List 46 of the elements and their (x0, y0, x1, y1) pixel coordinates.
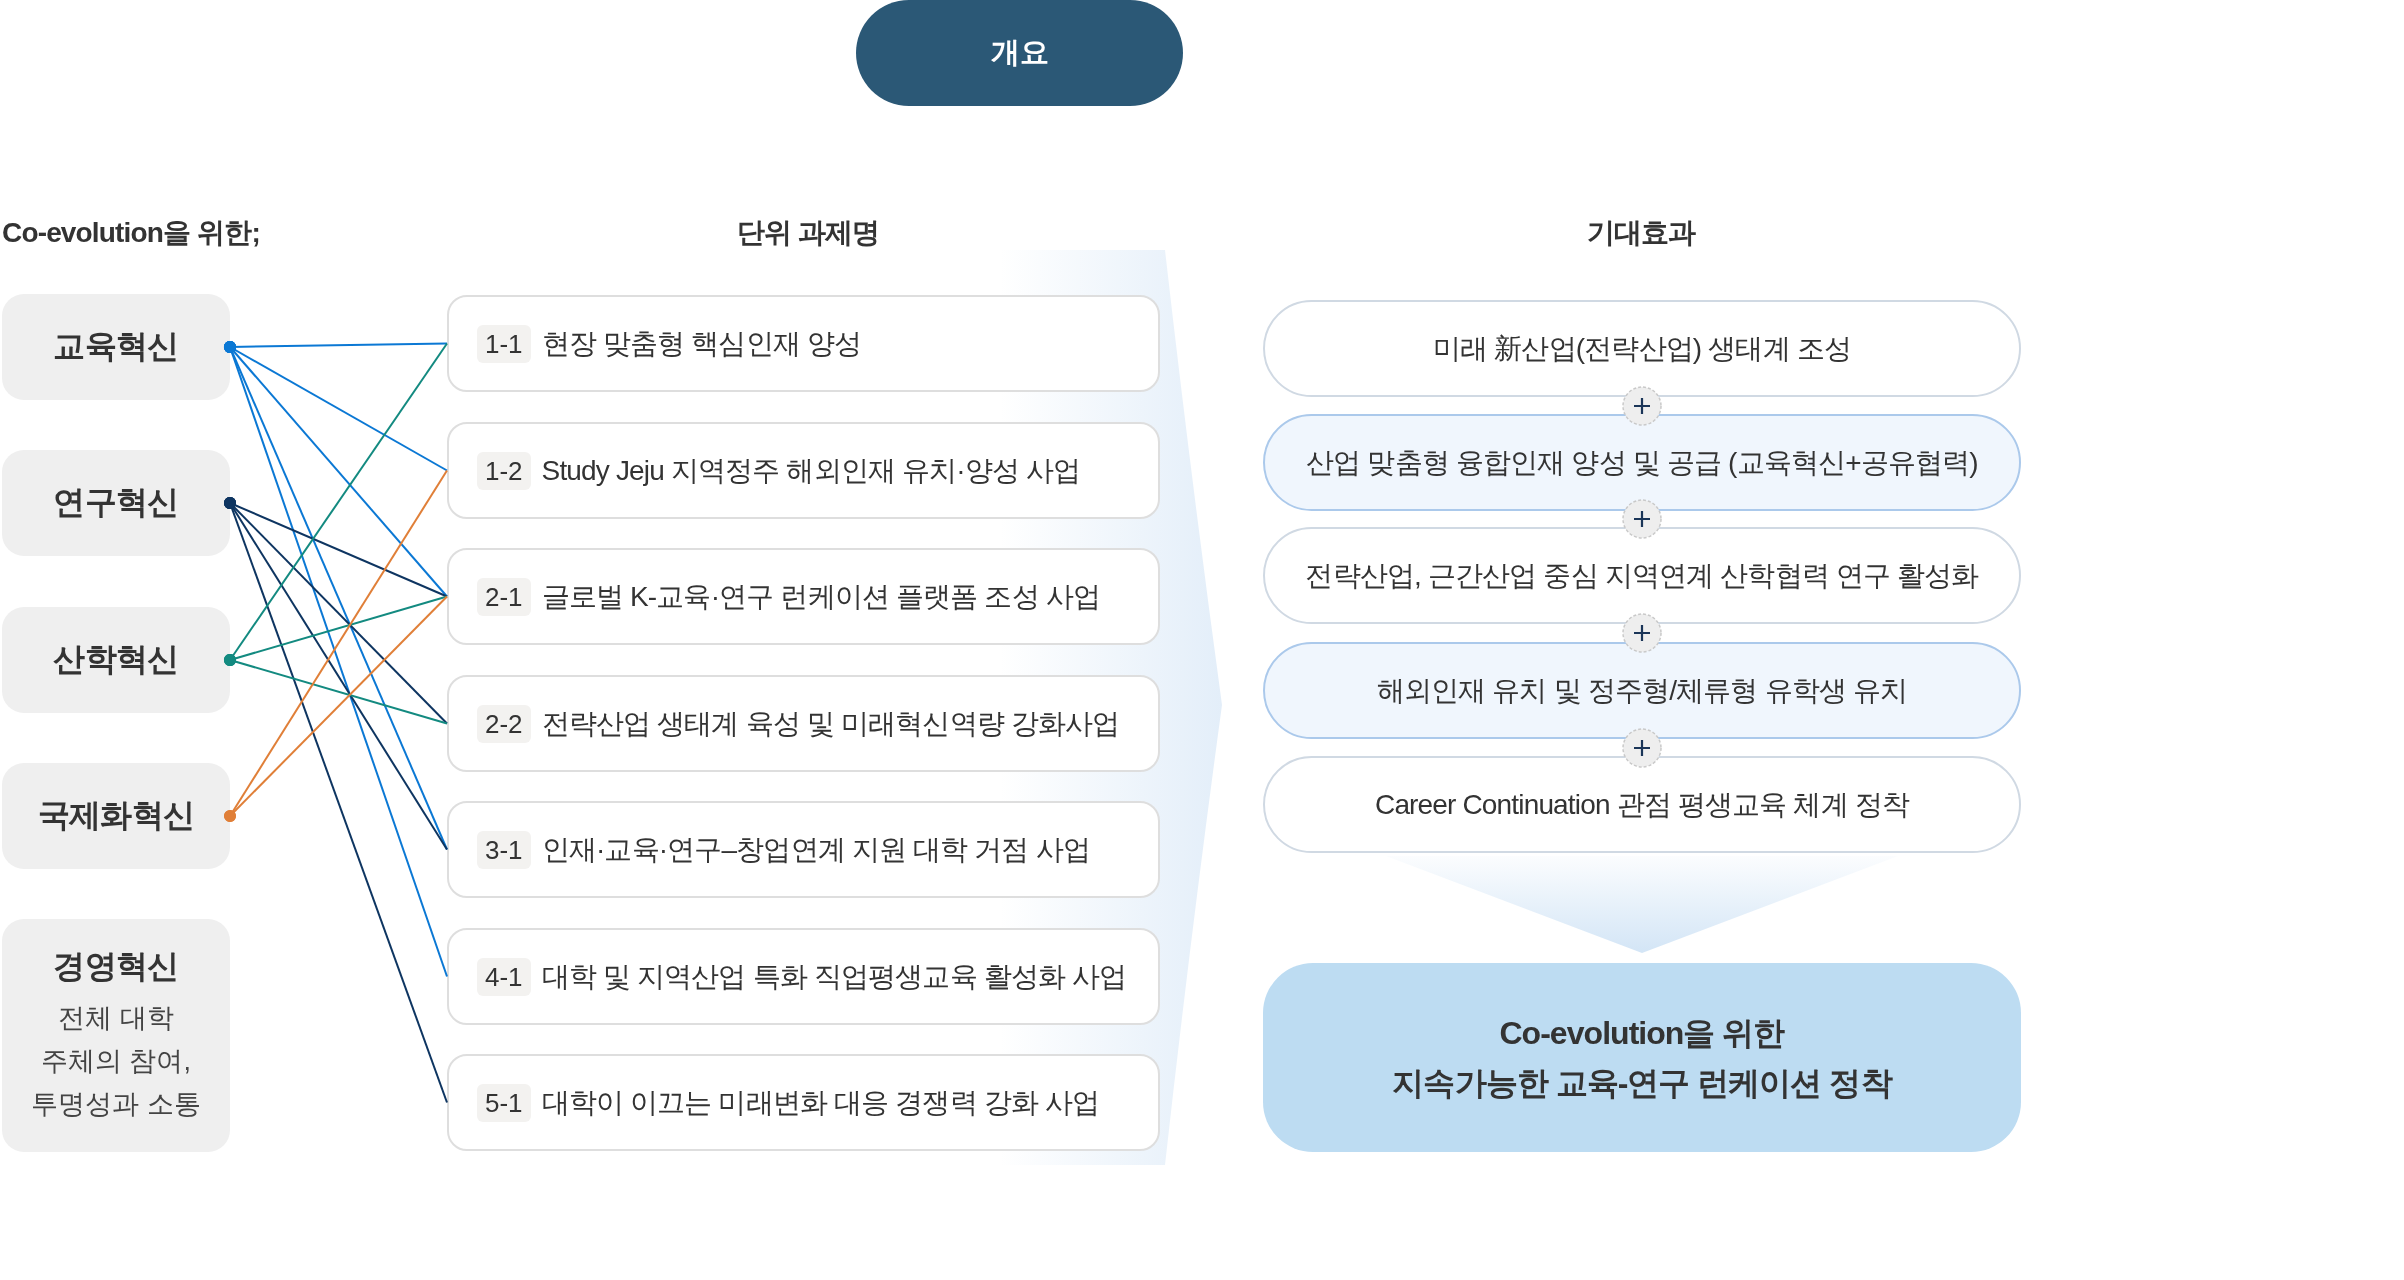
category-box (2, 607, 230, 713)
task-box (447, 801, 1160, 898)
connector-line (224, 595, 448, 822)
task-title: Study Jeju 지역정주 해외인재 유치·양성 사업 (541, 453, 1081, 488)
task-title: 현장 맞춤형 핵심인재 양성 (541, 326, 862, 361)
category-description: 전체 대학 주체의 참여, 투명성과 소통 (31, 1002, 201, 1121)
section-title: 개요 (990, 35, 1049, 70)
task-number-badge: 1-1 (477, 324, 531, 363)
task-title: 대학이 이끄는 미래변화 대응 경쟁력 강화 사업 (541, 1085, 1100, 1120)
task-box (447, 1054, 1160, 1151)
task-number-badge: 1-2 (477, 451, 531, 490)
category-title: 연구혁신 (53, 483, 179, 522)
effect-text: 산업 맞춤형 융합인재 양성 및 공급 (교육혁신+공유협력) (1306, 445, 1978, 480)
category-box (2, 763, 230, 869)
category-title: 산학혁신 (53, 640, 179, 679)
task-title: 대학 및 지역산업 특화 직업평생교육 활성화 사업 (541, 959, 1127, 994)
category-box (2, 450, 230, 556)
task-number-badge: 2-2 (477, 704, 531, 743)
task-number-badge: 5-1 (477, 1083, 531, 1122)
category-box (2, 294, 230, 400)
column-heading: 단위 과제명 (736, 216, 880, 250)
category-title: 경영혁신 (53, 947, 179, 986)
effect-text: 전략산업, 근간산업 중심 지역연계 산학협력 연구 활성화 (1305, 558, 1979, 593)
task-number-badge: 4-1 (477, 957, 531, 996)
task-box (447, 295, 1160, 392)
effect-text: 해외인재 유치 및 정주형/체류형 유학생 유치 (1376, 673, 1908, 708)
task-title: 인재·교육·연구–창업연계 지원 대학 거점 사업 (541, 832, 1090, 867)
task-box (447, 928, 1160, 1025)
task-number-badge: 3-1 (477, 830, 531, 869)
task-number-badge: 2-1 (477, 577, 531, 616)
connector-line (224, 654, 448, 725)
category-title: 교육혁신 (53, 327, 179, 366)
column-heading: 기대효과 (1586, 216, 1696, 250)
goal-text: Co-evolution을 위한 지속가능한 교육-연구 런케이션 정착 (1392, 1013, 1892, 1103)
task-box (447, 422, 1160, 519)
effect-text: Career Continuation 관점 평생교육 체계 정착 (1375, 787, 1909, 822)
connector-line (224, 341, 448, 978)
connector-line (224, 497, 448, 1104)
task-title: 전략산업 생태계 육성 및 미래혁신역량 강화사업 (541, 706, 1120, 741)
column-heading: Co-evolution을 위한; (2, 216, 260, 250)
category-title: 국제화혁신 (37, 796, 195, 835)
effect-text: 미래 新산업(전략산업) 생태계 조성 (1433, 331, 1851, 366)
goal-box (1263, 963, 2021, 1152)
task-box (447, 548, 1160, 645)
task-title: 글로벌 K-교육·연구 런케이션 플랫폼 조성 사업 (541, 579, 1100, 614)
task-box (447, 675, 1160, 772)
